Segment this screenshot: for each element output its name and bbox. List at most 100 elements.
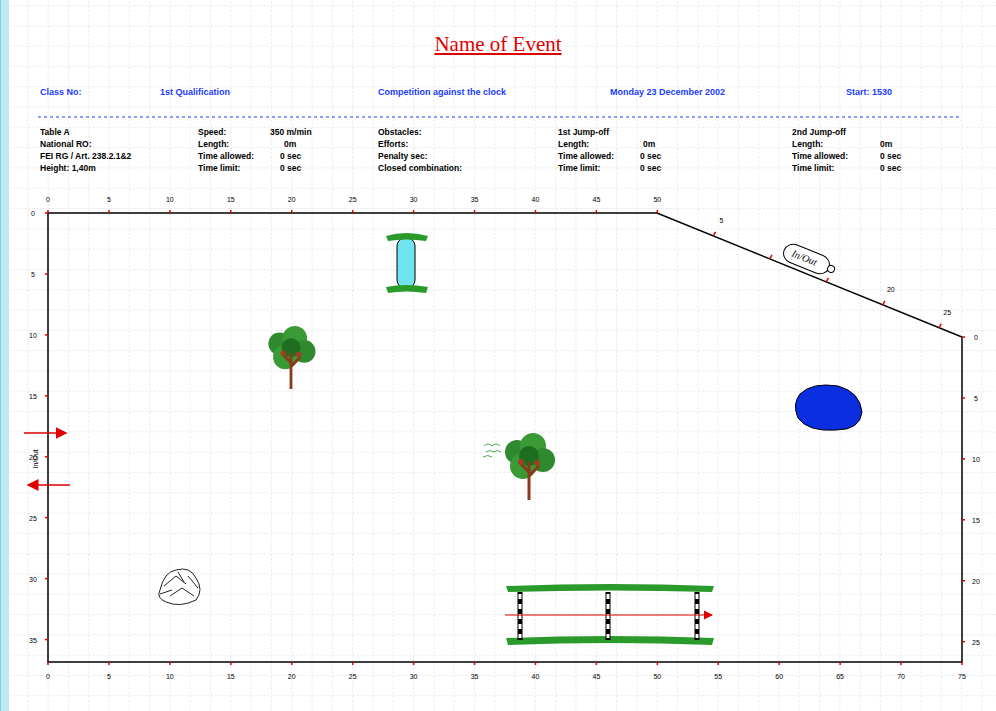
- scale-number: 55: [714, 673, 722, 680]
- tick-mark: [413, 662, 415, 665]
- header-field: Start: 1530: [846, 88, 892, 97]
- info-field: 0 sec: [640, 164, 661, 173]
- info-field: 350 m/min: [270, 128, 312, 137]
- tick-mark: [45, 212, 48, 214]
- tick-mark: [45, 395, 48, 397]
- tick-mark: [108, 210, 110, 213]
- tick-mark: [291, 210, 293, 213]
- info-field: Time limit:: [198, 164, 240, 173]
- info-field: Time limit:: [558, 164, 600, 173]
- scale-number: 65: [836, 673, 844, 680]
- tick-mark: [962, 336, 965, 338]
- scale-number: 0: [46, 196, 50, 203]
- scale-number: 10: [972, 455, 980, 462]
- entry-label: In/Out: [32, 449, 39, 468]
- tree: [268, 326, 315, 389]
- info-field: 0m: [880, 140, 892, 149]
- tick-mark: [108, 662, 110, 665]
- scale-number: 20: [887, 285, 895, 292]
- tick-mark: [45, 456, 48, 458]
- tick-mark: [962, 580, 965, 582]
- tick-mark: [474, 210, 476, 213]
- info-field: 0 sec: [880, 152, 901, 161]
- header-field: Competition against the clock: [378, 88, 506, 97]
- water-obstacle: [386, 233, 428, 293]
- header-field: Monday 23 December 2002: [610, 88, 725, 97]
- scale-number: 0: [31, 210, 35, 217]
- tick-mark: [45, 334, 48, 336]
- tick-mark: [962, 519, 965, 521]
- info-field: Length:: [198, 140, 229, 149]
- tick-mark: [713, 232, 715, 236]
- tick-mark: [47, 662, 49, 665]
- scale-number: 35: [29, 636, 37, 643]
- tick-mark: [962, 641, 965, 643]
- scale-number: 50: [653, 673, 661, 680]
- info-field: 0m: [643, 140, 655, 149]
- tick-mark: [535, 662, 537, 665]
- info-field: Penalty sec:: [378, 152, 428, 161]
- tree: [505, 433, 555, 500]
- tick-mark: [230, 662, 232, 665]
- scale-number: 30: [29, 575, 37, 582]
- scale-ticks: [45, 210, 965, 665]
- info-field: 2nd Jump-off: [792, 128, 846, 137]
- scale-number: 20: [288, 196, 296, 203]
- scale-number: 60: [775, 673, 783, 680]
- scale-number: 40: [532, 196, 540, 203]
- tick-mark: [962, 397, 965, 399]
- tick-mark: [413, 210, 415, 213]
- info-field: Time allowed:: [198, 152, 254, 161]
- scale-number: 15: [227, 673, 235, 680]
- scale-number: 30: [410, 196, 418, 203]
- scale-number: 70: [897, 673, 905, 680]
- info-field: 0 sec: [280, 164, 301, 173]
- side-strip: [0, 0, 9, 711]
- tick-mark: [900, 662, 902, 665]
- info-field: Time limit:: [792, 164, 834, 173]
- tick-mark: [596, 662, 598, 665]
- tick-mark: [770, 255, 772, 259]
- scale-number: 10: [166, 673, 174, 680]
- info-field: Closed combination:: [378, 164, 462, 173]
- info-field: Speed:: [198, 128, 226, 137]
- scale-number: 5: [107, 196, 111, 203]
- info-field: 1st Jump-off: [558, 128, 609, 137]
- info-field: 0 sec: [640, 152, 661, 161]
- scale-number: 45: [592, 196, 600, 203]
- pond: [795, 385, 862, 430]
- tick-mark: [962, 458, 965, 460]
- scale-number: 40: [532, 673, 540, 680]
- event-title: Name of Event: [434, 34, 561, 55]
- tick-mark: [474, 662, 476, 665]
- tick-mark: [169, 662, 171, 665]
- scale-number: 25: [349, 673, 357, 680]
- scale-number: 20: [288, 673, 296, 680]
- tick-mark: [961, 662, 963, 665]
- info-field: 0m: [284, 140, 296, 149]
- scale-number: 10: [166, 196, 174, 203]
- tick-mark: [778, 662, 780, 665]
- header-rule: [38, 117, 962, 118]
- info-field: FEI RG / Art. 238.2.1&2: [40, 152, 131, 161]
- arena-outline: [48, 213, 962, 662]
- info-field: 0 sec: [880, 164, 901, 173]
- info-field: Length:: [558, 140, 589, 149]
- side-strip-edge: [0, 0, 1, 711]
- info-field: Table A: [40, 128, 70, 137]
- tick-mark: [657, 210, 659, 213]
- info-field: Obstacles:: [378, 128, 421, 137]
- info-field: Length:: [792, 140, 823, 149]
- scale-number: 5: [107, 673, 111, 680]
- scale-number: 30: [410, 673, 418, 680]
- scale-number: 75: [958, 673, 966, 680]
- info-field: Efforts:: [378, 140, 408, 149]
- info-field: Time allowed:: [792, 152, 848, 161]
- scale-number: 15: [29, 392, 37, 399]
- tick-mark: [45, 517, 48, 519]
- scale-number: 20: [972, 577, 980, 584]
